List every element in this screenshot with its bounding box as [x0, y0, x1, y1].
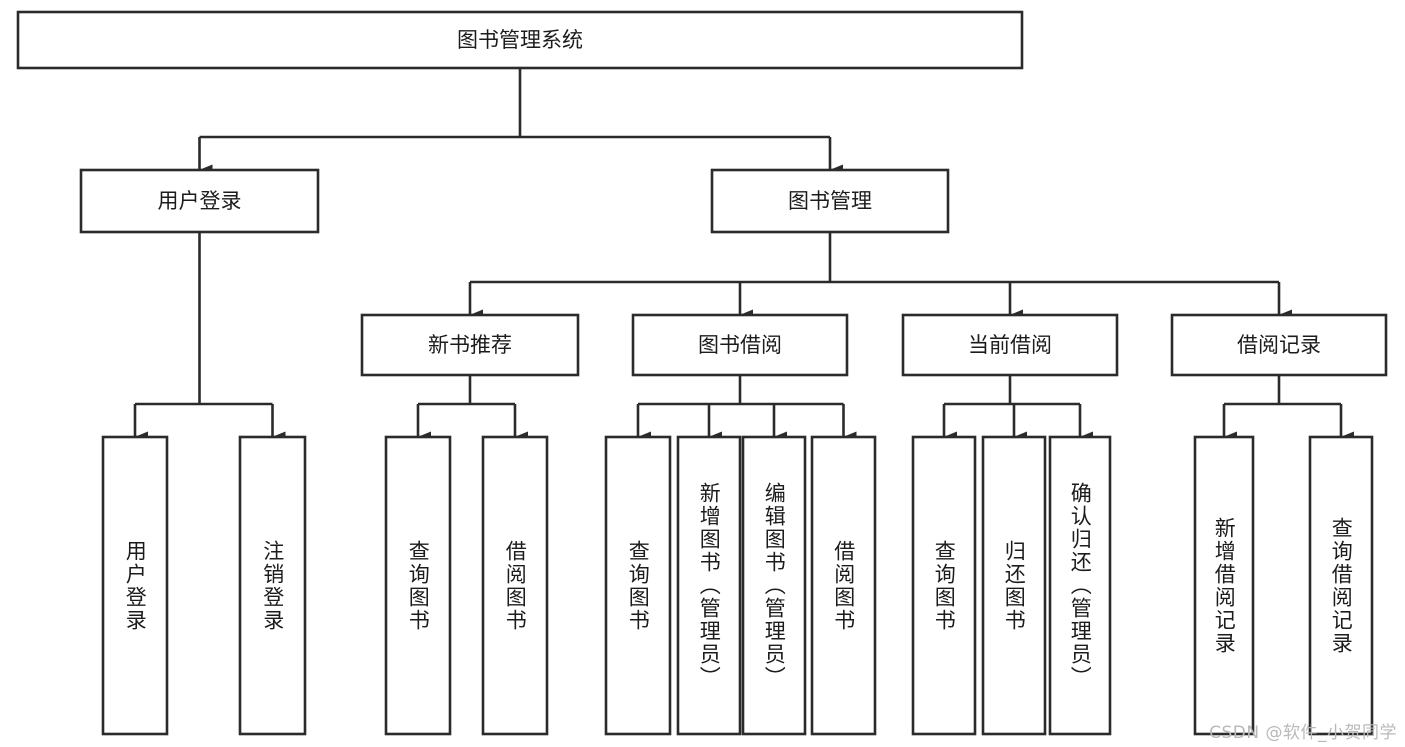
- node-box-leaf-query-book-current[interactable]: [911, 435, 977, 736]
- node-box-leaf-borrow-book-recommend[interactable]: [481, 435, 549, 736]
- node-label-root: 图书管理系统: [457, 28, 583, 52]
- boxes-layer: [16, 10, 1388, 736]
- node-box-leaf-edit-book[interactable]: [741, 435, 807, 736]
- node-label-new-book-recommend: 新书推荐: [428, 333, 512, 357]
- node-box-leaf-query-book-borrow[interactable]: [604, 435, 672, 736]
- node-box-book-management[interactable]: [710, 168, 950, 234]
- node-box-leaf-borrow-book[interactable]: [810, 435, 877, 736]
- node-box-leaf-add-book[interactable]: [676, 435, 742, 736]
- node-box-borrow-record[interactable]: [1170, 313, 1388, 377]
- node-box-leaf-user-login[interactable]: [101, 435, 169, 736]
- node-box-current-borrow[interactable]: [901, 313, 1119, 377]
- node-box-leaf-add-borrow-record[interactable]: [1193, 435, 1255, 736]
- node-box-leaf-query-book-recommend[interactable]: [384, 435, 452, 736]
- node-box-book-borrow[interactable]: [631, 313, 849, 377]
- node-box-leaf-return-book[interactable]: [981, 435, 1047, 736]
- node-box-user-login[interactable]: [79, 168, 320, 234]
- node-label-user-login: 用户登录: [158, 189, 242, 213]
- node-box-new-book-recommend[interactable]: [360, 313, 580, 377]
- node-box-root[interactable]: [16, 10, 1024, 70]
- node-label-book-borrow: 图书借阅: [698, 333, 782, 357]
- node-label-current-borrow: 当前借阅: [968, 333, 1052, 357]
- node-label-borrow-record: 借阅记录: [1237, 333, 1321, 357]
- node-box-leaf-confirm-return[interactable]: [1048, 435, 1112, 736]
- node-box-leaf-query-borrow-record[interactable]: [1308, 435, 1374, 736]
- connectors-layer: [133, 68, 1354, 443]
- node-label-book-management: 图书管理: [788, 189, 872, 213]
- node-box-leaf-logout[interactable]: [238, 435, 307, 736]
- watermark-text: CSDN @软件_小贺同学: [1209, 723, 1397, 743]
